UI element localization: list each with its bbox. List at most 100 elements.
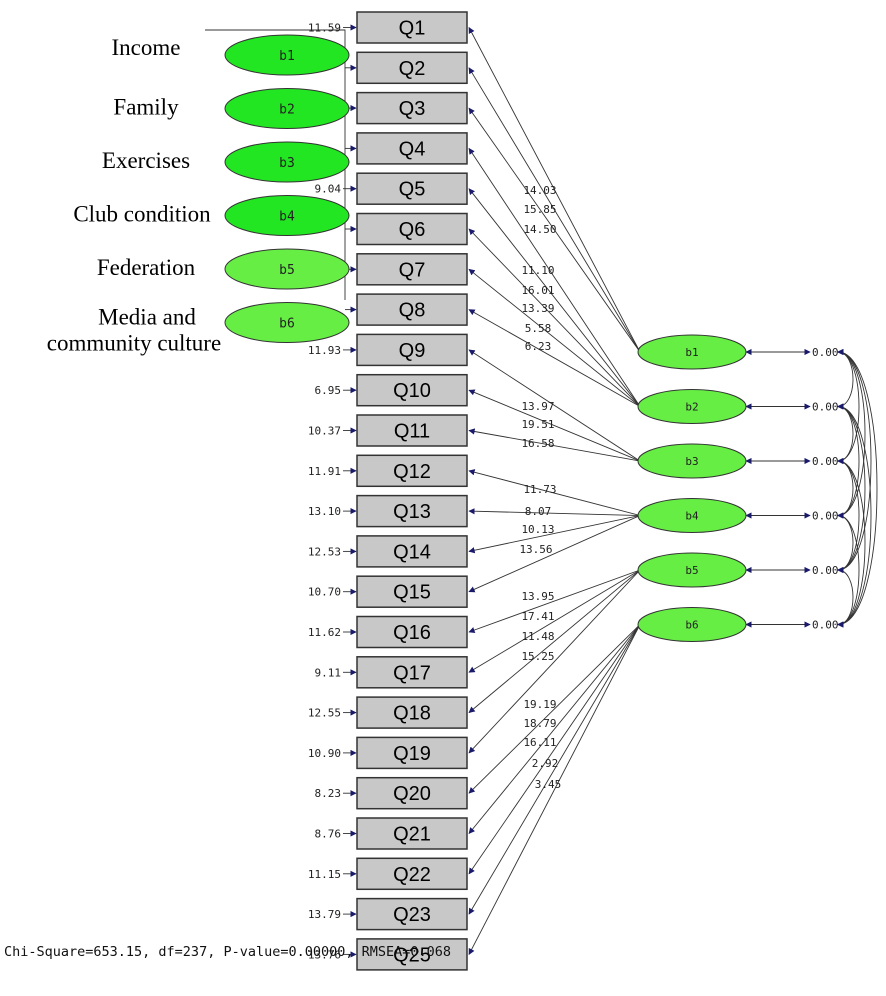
- observed-label-q2: Q2: [399, 58, 426, 80]
- error-variance-label: 9.04: [315, 183, 342, 196]
- loading-coefficient: 15.85: [523, 203, 556, 216]
- loading-path: [468, 569, 641, 714]
- loading-coefficient: 13.97: [521, 400, 554, 413]
- observed-label-q21: Q21: [393, 824, 431, 846]
- legend-factor-label: Income: [112, 35, 181, 60]
- latent-variance-label: 0.00: [812, 510, 839, 523]
- loading-path: [468, 569, 641, 634]
- loading-path: [468, 188, 641, 407]
- covariance-arc: [837, 348, 866, 519]
- observed-box-q12: [356, 454, 468, 488]
- latent-b6: [637, 607, 747, 642]
- loading-coefficient: 11.73: [523, 483, 556, 496]
- observed-box-q13: [356, 494, 468, 528]
- loading-coefficient: 16.58: [521, 437, 554, 450]
- loading-coefficient: 11.48: [521, 630, 554, 643]
- covariance-arc: [837, 403, 872, 628]
- observed-box-q14: [356, 535, 468, 568]
- observed-label-q3: Q3: [399, 98, 426, 120]
- legend-latent-id: b3: [279, 156, 295, 171]
- loading-coefficient: 13.95: [521, 590, 554, 603]
- latent-id: b6: [685, 619, 698, 632]
- error-variance-label: 11.59: [308, 22, 341, 35]
- latent-variance-label: 0.00: [812, 619, 839, 632]
- loading-coefficient: 16.11: [523, 736, 556, 749]
- error-variance-label: 11.91: [308, 465, 341, 478]
- observed-box-q22: [356, 857, 468, 891]
- loading-path: [468, 469, 641, 516]
- observed-box-q20: [356, 776, 468, 810]
- loading-coefficient: 10.13: [521, 523, 554, 536]
- error-variance-label: 10.90: [308, 747, 341, 760]
- covariance-arc: [837, 566, 854, 628]
- observed-box-q6: [356, 212, 468, 246]
- legend-latent-b6: [224, 302, 350, 343]
- legend-latent-b4: [224, 195, 350, 236]
- loading-coefficient: 5.58: [525, 322, 552, 335]
- latent-variance-label: 0.00: [812, 564, 839, 577]
- observed-box-q5: [356, 172, 468, 205]
- latent-variance-label: 0.00: [812, 401, 839, 414]
- observed-box-q10: [356, 373, 468, 407]
- observed-box-q15: [356, 575, 468, 608]
- loading-coefficient: 13.56: [519, 543, 552, 556]
- observed-box-q25: [356, 938, 468, 971]
- latent-variance-label: 0.00: [812, 346, 839, 359]
- loading-coefficient: 6.23: [525, 340, 552, 353]
- latent-b3: [637, 443, 747, 479]
- covariance-arc: [837, 348, 878, 628]
- legend-factor-label-line1: Media and: [98, 305, 196, 330]
- observed-box-q8: [356, 293, 468, 326]
- observed-box-q2: [356, 51, 468, 85]
- observed-box-q1: [356, 11, 468, 44]
- observed-box-q21: [356, 817, 468, 850]
- error-variance-label: 12.55: [308, 707, 341, 720]
- loading-path: [468, 26, 641, 353]
- legend-factor-label: Club condition: [73, 202, 211, 227]
- observed-box-q19: [356, 736, 468, 770]
- observed-label-q10: Q10: [393, 380, 431, 402]
- observed-box-q17: [356, 656, 468, 689]
- error-variance-label: 11.62: [308, 626, 341, 639]
- observed-label-q11: Q11: [394, 421, 430, 443]
- loading-coefficient: 15.25: [521, 650, 554, 663]
- loading-path: [468, 349, 641, 462]
- loading-path: [468, 624, 641, 915]
- legend-latent-b1: [224, 34, 350, 76]
- observed-label-q9: Q9: [399, 340, 426, 362]
- loading-coefficient: 13.39: [521, 302, 554, 315]
- loading-coefficient: 8.07: [525, 505, 552, 518]
- loading-path: [468, 624, 641, 875]
- loading-path: [468, 569, 641, 754]
- observed-label-q13: Q13: [393, 501, 431, 523]
- observed-label-q18: Q18: [393, 703, 431, 725]
- error-variance-label: 12.53: [308, 545, 341, 558]
- loading-path: [468, 624, 641, 955]
- error-variance-label: 8.76: [315, 828, 342, 841]
- legend-latent-b2: [224, 88, 350, 129]
- legend-latent-id: b6: [279, 317, 295, 332]
- latent-variance-label: 0.00: [812, 455, 839, 468]
- loading-path: [468, 389, 641, 462]
- latent-b2: [637, 389, 747, 424]
- covariance-arc: [837, 348, 872, 574]
- observed-label-q14: Q14: [393, 541, 431, 563]
- legend-factor-label-line2: community culture: [47, 331, 221, 356]
- error-variance-label: 11.15: [308, 868, 341, 881]
- covariance-arc: [837, 457, 866, 628]
- loading-path: [468, 147, 641, 407]
- loading-path: [468, 624, 641, 794]
- fit-statistics: Chi-Square=653.15, df=237, P-value=0.000…: [4, 944, 452, 960]
- legend-latent-id: b2: [279, 103, 295, 118]
- latent-id: b3: [685, 455, 698, 468]
- error-variance-label: 11.93: [308, 344, 341, 357]
- loading-coefficient: 14.03: [523, 184, 556, 197]
- latent-id: b2: [685, 401, 698, 414]
- observed-box-q16: [356, 615, 468, 649]
- observed-box-q3: [356, 91, 468, 125]
- loading-coefficient: 11.10: [521, 264, 554, 277]
- observed-label-q15: Q15: [393, 582, 431, 604]
- covariance-arc: [837, 403, 866, 574]
- loading-path: [468, 508, 641, 516]
- latent-b4: [637, 498, 747, 533]
